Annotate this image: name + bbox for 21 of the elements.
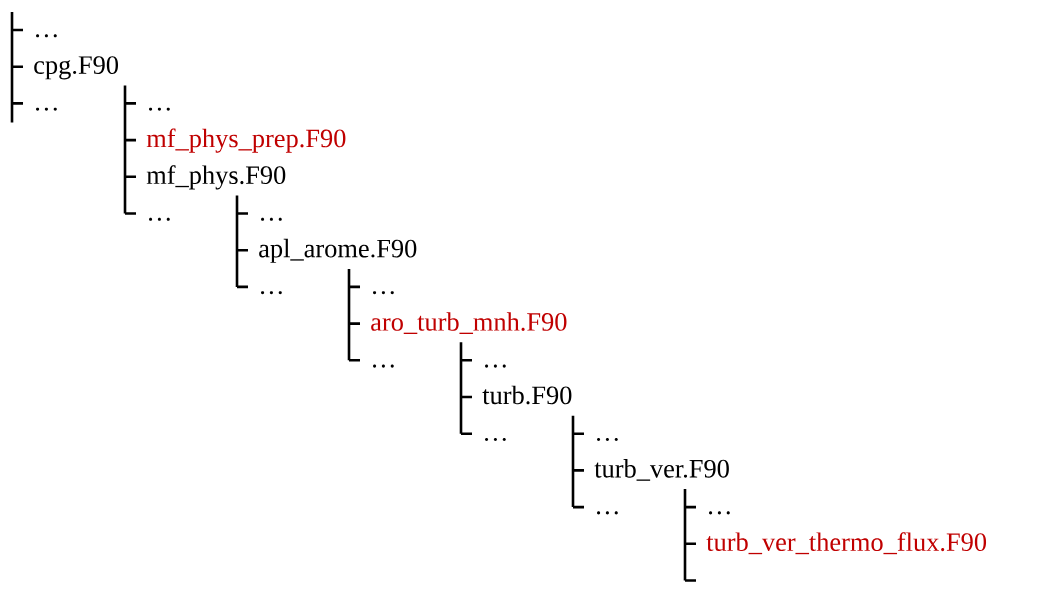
tree-item-text: …: [597, 437, 618, 442]
tree-item-text: …: [149, 107, 170, 111]
tree-item-text: …: [36, 34, 57, 38]
tree-item-text: …: [485, 437, 506, 442]
tree-item-text: …: [597, 511, 618, 515]
tree-item-text: …: [373, 291, 394, 295]
tree-item-text: cpg.F90: [34, 56, 118, 80]
tree-item-text: apl_arome.F90: [259, 238, 417, 263]
tree-item-text: …: [373, 364, 394, 368]
tree-item-text: turb_ver_thermo_flux.F90: [706, 532, 987, 555]
tree-item-text: …: [485, 364, 506, 368]
tree-item-text: mf_phys.F90: [146, 165, 286, 190]
tree-item-text: …: [709, 511, 730, 515]
tree-item-text: turb_ver.F90: [594, 459, 729, 481]
tree-item-text: aro_turb_mnh.F90: [371, 312, 567, 334]
tree-item-text: …: [36, 107, 57, 111]
tree-item-text: turb.F90: [482, 385, 572, 405]
tree-item-text: …: [261, 217, 282, 221]
tree-item-text: …: [261, 291, 282, 295]
tree-item-text: …: [149, 217, 170, 221]
tree-item-text: mf_phys_prep.F90: [146, 128, 346, 153]
